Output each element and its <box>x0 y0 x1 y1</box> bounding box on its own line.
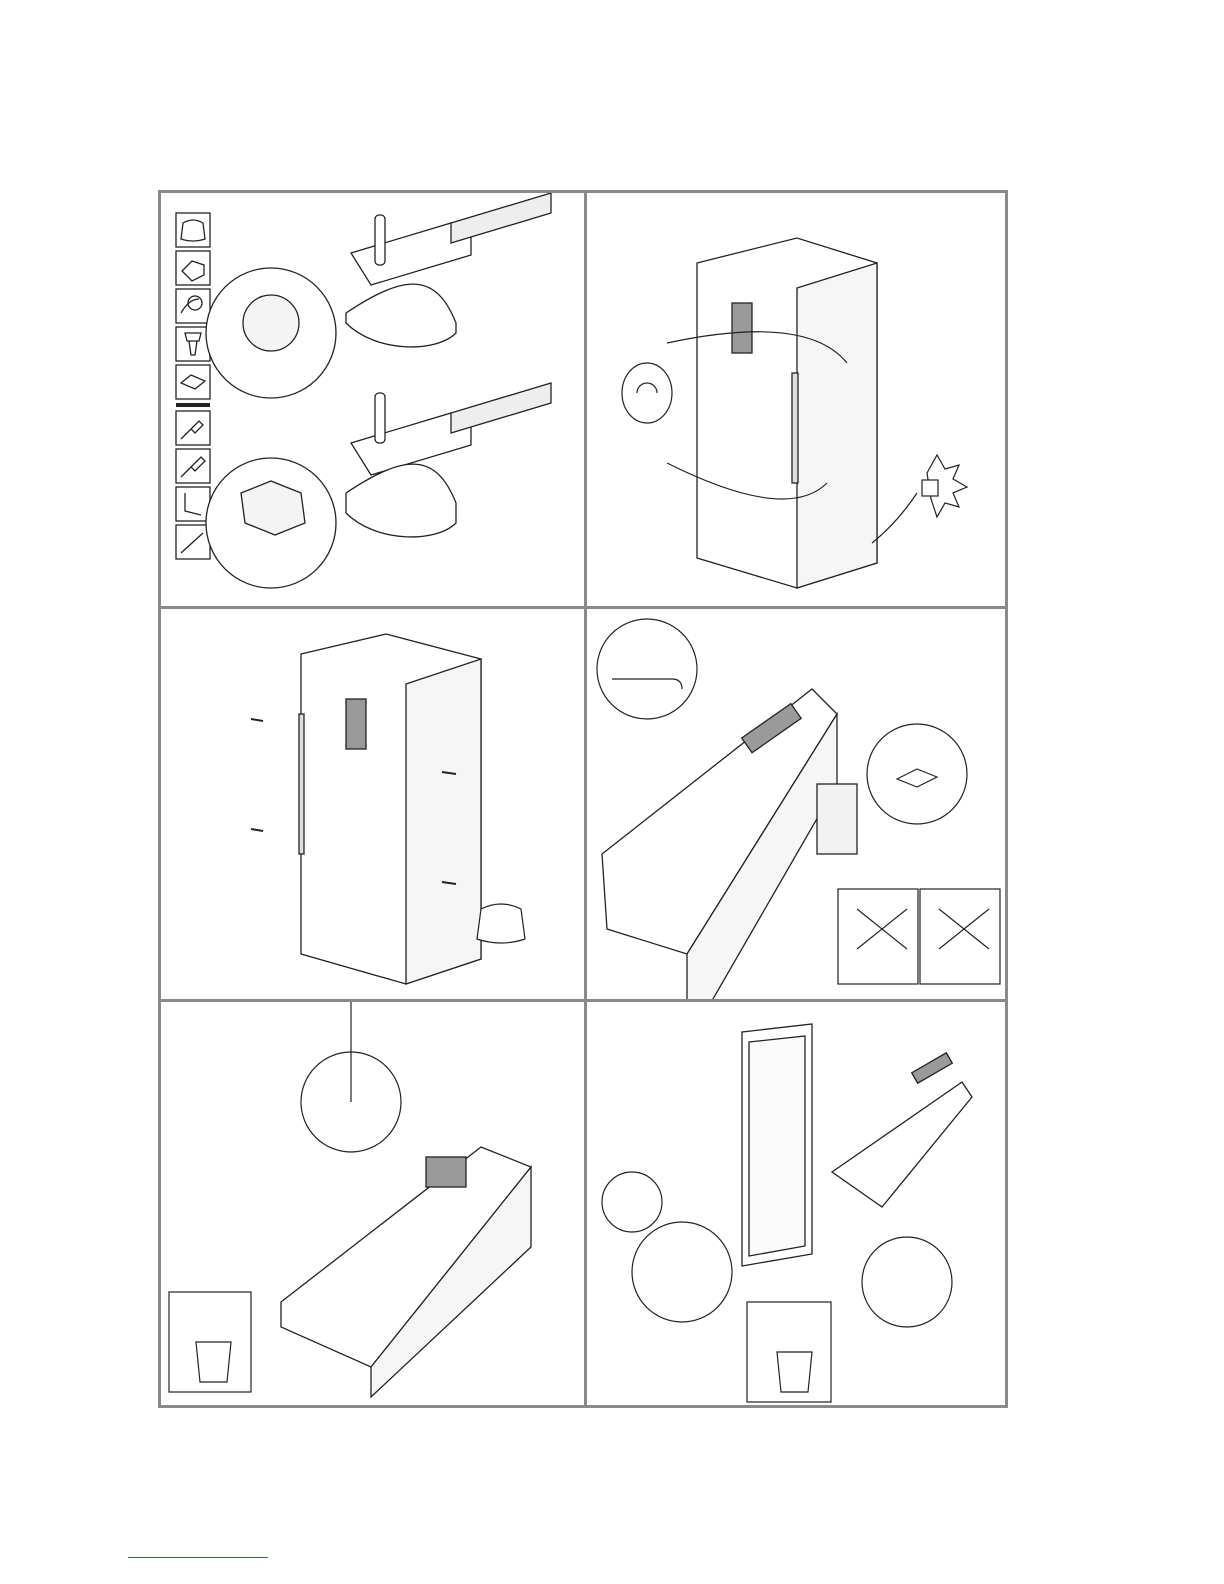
tool-icon <box>176 525 210 559</box>
panel-remove-top-hinge <box>161 1002 584 1405</box>
tool-icon-column <box>176 213 210 559</box>
detail-circle-right <box>867 724 967 824</box>
cabinet-lying-illustration <box>602 689 857 999</box>
panel-hinge-bushing <box>161 193 584 606</box>
cabinet-illustration <box>697 238 877 588</box>
screw-cap-icon <box>176 289 210 323</box>
cabinet-lying-illustration <box>832 1053 972 1207</box>
detail-circle-top-left <box>597 619 697 719</box>
instruction-grid <box>158 190 1008 1408</box>
cover-plate-icon <box>176 365 210 399</box>
plug-icon <box>176 327 210 361</box>
hinge-parts-icon <box>176 251 210 285</box>
panel-handle-screws <box>161 609 584 999</box>
cabinet-illustration <box>299 634 481 984</box>
bag-icon <box>176 213 210 247</box>
cabinet-lying-illustration <box>281 1147 531 1397</box>
hex-key-icon <box>176 487 210 521</box>
recycle-bin-icon <box>622 363 672 423</box>
hinge-illustration-bottom <box>206 383 551 588</box>
disposal-info-icon <box>747 1302 831 1402</box>
panel-unplug-remove-handle <box>587 193 1005 606</box>
panel-remove-door <box>587 1002 1005 1405</box>
plug-socket-icon <box>872 455 967 543</box>
disposal-info-icon <box>169 1292 251 1392</box>
bag-icon <box>477 904 525 943</box>
door-illustration <box>742 1024 812 1266</box>
screwdriver-icon <box>176 411 210 445</box>
panel-remove-top-cover <box>587 609 1005 999</box>
hinge-illustration-top <box>206 193 551 398</box>
hinge-detail-circle <box>301 1002 401 1152</box>
footer-link-line[interactable] <box>128 1556 268 1558</box>
info-disposal-icons <box>838 889 1000 984</box>
flat-screwdriver-icon <box>176 449 210 483</box>
